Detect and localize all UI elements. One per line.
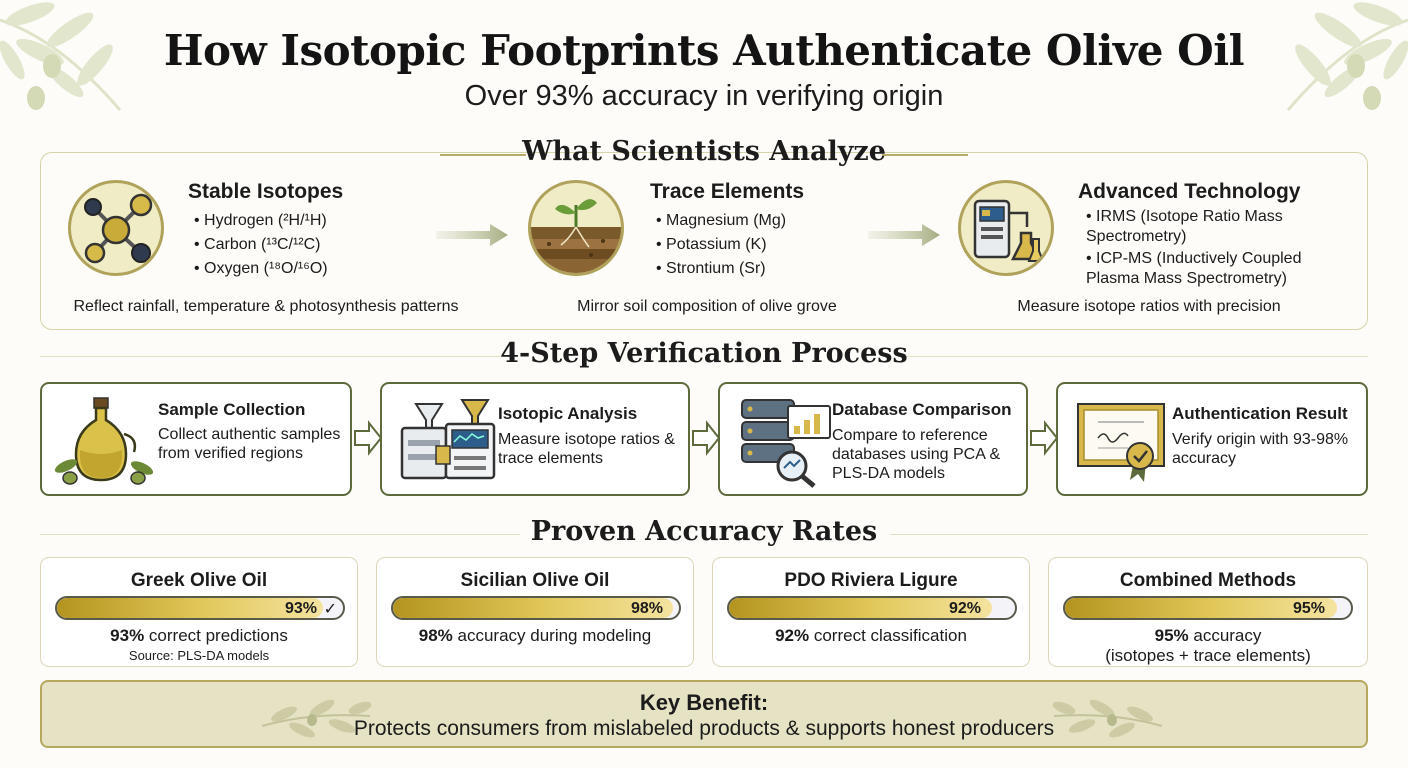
soil-sprout-icon — [528, 180, 624, 276]
accuracy-section-header: Proven Accuracy Rates — [0, 516, 1408, 552]
accuracy-description: 95% accuracy(isotopes + trace elements) — [1105, 626, 1311, 665]
list-item: Potassium (K) — [656, 233, 786, 257]
step-description: Measure isotope ratios & trace elements — [498, 431, 675, 467]
list-item: Carbon (¹³C/¹²C) — [194, 233, 328, 257]
accuracy-bar-fill — [57, 598, 323, 618]
list-item: Strontium (Sr) — [656, 257, 786, 281]
page-title: How Isotopic Footprints Authenticate Oli… — [163, 26, 1245, 75]
step-description: Collect authentic samples from verified … — [158, 426, 341, 462]
benefit-text: Protects consumers from mislabeled produ… — [353, 717, 1055, 740]
section-title: Proven Accuracy Rates — [530, 516, 878, 547]
check-icon: ✓ — [323, 601, 337, 618]
step-title: Authentication Result — [1172, 404, 1348, 423]
accuracy-source: Source: PLS-DA models — [128, 648, 270, 663]
certificate-icon — [1077, 403, 1165, 482]
olive-branch-icon — [0, 2, 122, 111]
process-section-header: 4-Step Verification Process — [0, 338, 1408, 374]
page-subtitle: Over 93% accuracy in verifying origin — [464, 80, 944, 112]
mass-spectrometer-icon — [400, 399, 496, 480]
step-card-isotopic-analysis: Isotopic Analysis Measure isotope ratios… — [380, 382, 690, 496]
analyze-column-title: Stable Isotopes — [188, 180, 344, 203]
analyze-section-frame — [40, 152, 1368, 330]
analyze-column-footer: Reflect rainfall, temperature & photosyn… — [73, 298, 459, 315]
accuracy-description: 93% correct predictions — [110, 626, 288, 645]
element-list: Magnesium (Mg) Potassium (K) Strontium (… — [656, 209, 786, 281]
list-item: IRMS (Isotope Ratio Mass Spectrometry) — [1086, 207, 1336, 247]
accuracy-progress-bar: 92% — [727, 596, 1017, 620]
accuracy-progress-bar: 98% — [391, 596, 681, 620]
accuracy-bar-fill — [393, 598, 674, 618]
molecule-icon — [68, 180, 164, 276]
divider — [882, 154, 968, 156]
accuracy-card-combined: Combined Methods 95% 95% accuracy(isotop… — [1048, 557, 1368, 667]
arrow-right-icon — [868, 224, 940, 246]
arrow-right-icon — [1030, 420, 1059, 456]
arrow-right-icon — [692, 420, 721, 456]
step-title: Isotopic Analysis — [498, 404, 638, 423]
accuracy-description: 92% correct classification — [775, 626, 967, 645]
step-description: Compare to reference databases using PCA… — [832, 427, 1001, 482]
divider — [40, 534, 520, 535]
list-item: Magnesium (Mg) — [656, 209, 786, 233]
isotope-list: Hydrogen (²H/¹H) Carbon (¹³C/¹²C) Oxygen… — [194, 209, 328, 281]
accuracy-progress-bar: 95% — [1063, 596, 1353, 620]
step-title: Sample Collection — [158, 400, 306, 419]
accuracy-card-riviera-ligure: PDO Riviera Ligure 92% 92% correct class… — [712, 557, 1030, 667]
step-card-authentication-result: Authentication Result Verify origin with… — [1056, 382, 1368, 496]
section-title: 4-Step Verification Process — [500, 338, 908, 369]
divider — [40, 356, 510, 357]
step-card-sample-collection: Sample Collection Collect authentic samp… — [40, 382, 352, 496]
accuracy-progress-bar: 93% ✓ — [55, 596, 345, 620]
divider — [890, 534, 1368, 535]
section-title: What Scientists Analyze — [522, 136, 886, 167]
olive-sprig-icon — [1052, 699, 1162, 738]
analyze-column-footer: Measure isotope ratios with precision — [1017, 298, 1281, 315]
accuracy-value: 98% — [630, 600, 663, 617]
step-card-database-comparison: Database Comparison Compare to reference… — [718, 382, 1028, 496]
divider — [440, 154, 526, 156]
technology-list: IRMS (Isotope Ratio Mass Spectrometry) I… — [1086, 207, 1336, 289]
olive-sprig-icon — [262, 699, 372, 738]
arrow-right-icon — [436, 224, 508, 246]
accuracy-bar-fill — [1065, 598, 1337, 618]
analyze-section-header: What Scientists Analyze — [0, 136, 1408, 172]
accuracy-card-sicilian: Sicilian Olive Oil 98% 98% accuracy duri… — [376, 557, 694, 667]
accuracy-card-title: Greek Olive Oil — [130, 570, 268, 591]
list-item: Hydrogen (²H/¹H) — [194, 209, 328, 233]
accuracy-value: 93% — [284, 600, 317, 617]
accuracy-card-title: Combined Methods — [1119, 570, 1297, 591]
step-description: Verify origin with 93-98% accuracy — [1172, 431, 1349, 467]
accuracy-card-title: PDO Riviera Ligure — [784, 570, 958, 591]
list-item: Oxygen (¹⁸O/¹⁶O) — [194, 257, 328, 281]
accuracy-card-title: Sicilian Olive Oil — [460, 570, 610, 591]
benefit-title: Key Benefit: — [639, 690, 769, 715]
analyze-column-title: Advanced Technology — [1078, 180, 1301, 203]
database-icon — [741, 399, 831, 488]
step-title: Database Comparison — [832, 400, 1012, 419]
accuracy-card-greek: Greek Olive Oil 93% ✓ 93% correct predic… — [40, 557, 358, 667]
accuracy-bar-fill — [729, 598, 993, 618]
lab-instrument-icon — [958, 180, 1054, 276]
divider — [898, 356, 1368, 357]
list-item: ICP-MS (Inductively Coupled Plasma Mass … — [1086, 249, 1336, 289]
key-benefit-banner: Key Benefit: Protects consumers from mis… — [40, 680, 1368, 748]
accuracy-description: 98% accuracy during modeling — [418, 626, 652, 645]
arrow-right-icon — [354, 420, 383, 456]
olive-branch-icon — [1286, 2, 1408, 111]
analyze-column-footer: Mirror soil composition of olive grove — [577, 298, 837, 315]
olive-oil-bottle-icon — [54, 397, 154, 485]
analyze-column-title: Trace Elements — [650, 180, 805, 203]
accuracy-value: 95% — [1292, 600, 1325, 617]
accuracy-value: 92% — [948, 600, 981, 617]
